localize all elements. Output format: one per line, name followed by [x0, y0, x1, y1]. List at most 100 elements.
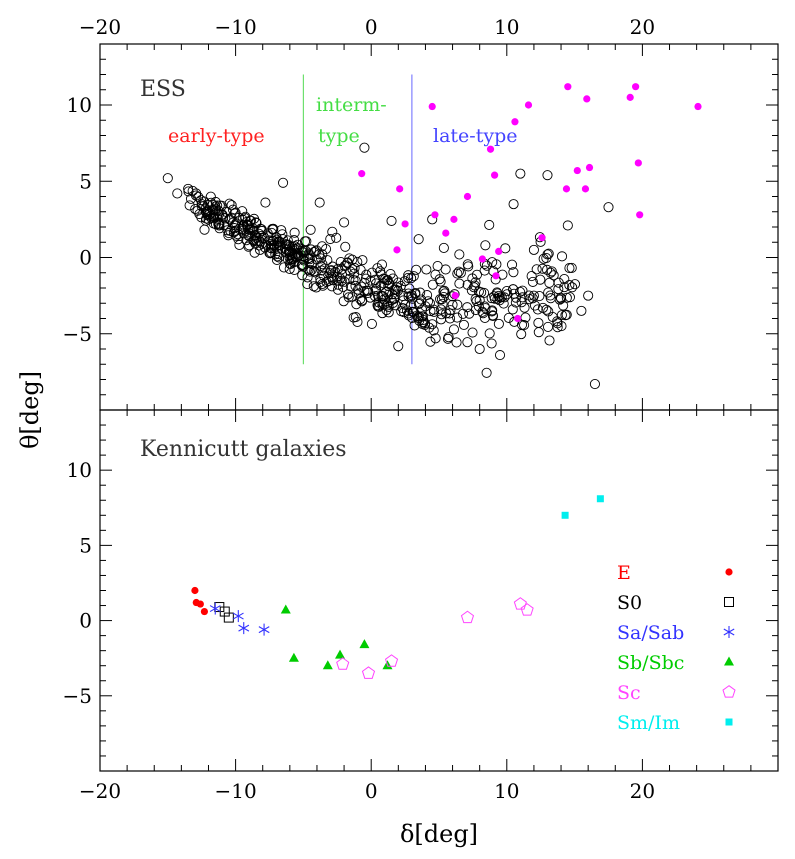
data-point — [564, 263, 575, 274]
data-point — [491, 287, 503, 298]
data-point — [208, 218, 219, 229]
data-point — [297, 270, 308, 281]
data-point — [345, 266, 356, 277]
data-point — [545, 267, 556, 278]
data-point-highlight — [358, 170, 366, 178]
data-point — [473, 301, 484, 312]
data-point — [413, 298, 424, 310]
data-point — [271, 240, 282, 251]
data-point — [260, 197, 271, 208]
data-point-highlight — [478, 255, 486, 263]
data-point — [234, 239, 245, 251]
data-point — [479, 265, 490, 276]
data-point-sa-sab — [209, 602, 221, 615]
legend-label: Sc — [617, 682, 641, 704]
data-point — [430, 333, 441, 344]
data-point-highlight — [694, 102, 702, 111]
data-point — [494, 295, 505, 306]
data-point — [305, 224, 316, 235]
x-tick-label-bottom: −10 — [214, 779, 256, 803]
data-point — [583, 290, 594, 301]
data-point — [403, 291, 414, 302]
data-point — [325, 265, 336, 276]
data-point — [208, 212, 219, 223]
data-point — [425, 336, 436, 347]
data-point — [538, 253, 549, 264]
data-point-highlight — [486, 145, 495, 153]
data-point — [437, 298, 448, 309]
y-tick-label: 0 — [79, 609, 92, 633]
data-point-highlight — [581, 185, 590, 193]
data-point — [291, 243, 303, 254]
data-point — [229, 208, 240, 219]
data-point — [516, 329, 527, 340]
data-point — [452, 268, 463, 279]
data-point-highlight — [492, 272, 500, 280]
legend-marker — [725, 718, 733, 726]
data-point-sb-sbc — [280, 604, 291, 614]
data-point-s0 — [223, 612, 234, 623]
data-point-highlight — [583, 95, 591, 103]
region-label: interm- — [316, 94, 387, 116]
data-point-highlight — [562, 185, 571, 193]
data-point — [436, 309, 447, 320]
data-point-e — [200, 607, 209, 616]
data-point — [335, 256, 346, 268]
data-point — [447, 299, 458, 310]
data-point — [224, 214, 235, 225]
data-point — [213, 220, 224, 231]
data-point-highlight — [538, 234, 546, 242]
data-point — [455, 267, 466, 278]
data-point — [542, 264, 553, 275]
data-point — [408, 271, 419, 282]
data-point — [287, 241, 298, 252]
legend-marker — [725, 568, 733, 576]
data-point — [289, 264, 300, 276]
data-point — [311, 282, 322, 293]
data-point — [278, 262, 290, 273]
region-label: type — [318, 125, 360, 147]
data-point-sc — [460, 610, 475, 624]
data-point — [508, 199, 519, 210]
data-point — [268, 243, 279, 254]
bottom-panel-title: Kennicutt galaxies — [140, 437, 347, 462]
data-point — [503, 312, 514, 323]
data-point-highlight — [495, 247, 503, 255]
data-point — [249, 247, 260, 258]
data-point — [474, 343, 485, 355]
legend-label: S0 — [617, 592, 642, 614]
data-point — [360, 273, 372, 284]
data-point — [256, 230, 267, 241]
data-point — [564, 280, 575, 291]
data-point — [387, 273, 399, 284]
data-point — [527, 276, 538, 287]
data-point — [484, 328, 495, 339]
x-tick-label-top: −20 — [79, 15, 121, 39]
data-point — [332, 284, 344, 295]
data-point — [556, 251, 568, 262]
data-point — [331, 271, 343, 282]
data-point — [414, 298, 425, 309]
data-point — [339, 217, 350, 228]
data-point — [382, 300, 393, 311]
bottom-panel-points — [191, 495, 604, 679]
data-point-highlight — [396, 185, 404, 193]
legend-marker — [724, 656, 734, 666]
data-point — [494, 350, 506, 361]
region-label: early-type — [168, 125, 265, 147]
data-point-highlight — [442, 229, 450, 237]
data-point — [331, 232, 342, 243]
data-point — [250, 217, 261, 228]
data-point-highlight — [463, 192, 472, 201]
data-point — [365, 292, 376, 303]
region-label: late-type — [433, 125, 517, 147]
data-point — [413, 234, 424, 245]
data-point — [377, 298, 388, 309]
data-point — [230, 225, 241, 236]
data-point — [172, 188, 183, 199]
data-point — [440, 264, 451, 275]
data-point — [278, 177, 289, 188]
data-point — [388, 293, 400, 305]
